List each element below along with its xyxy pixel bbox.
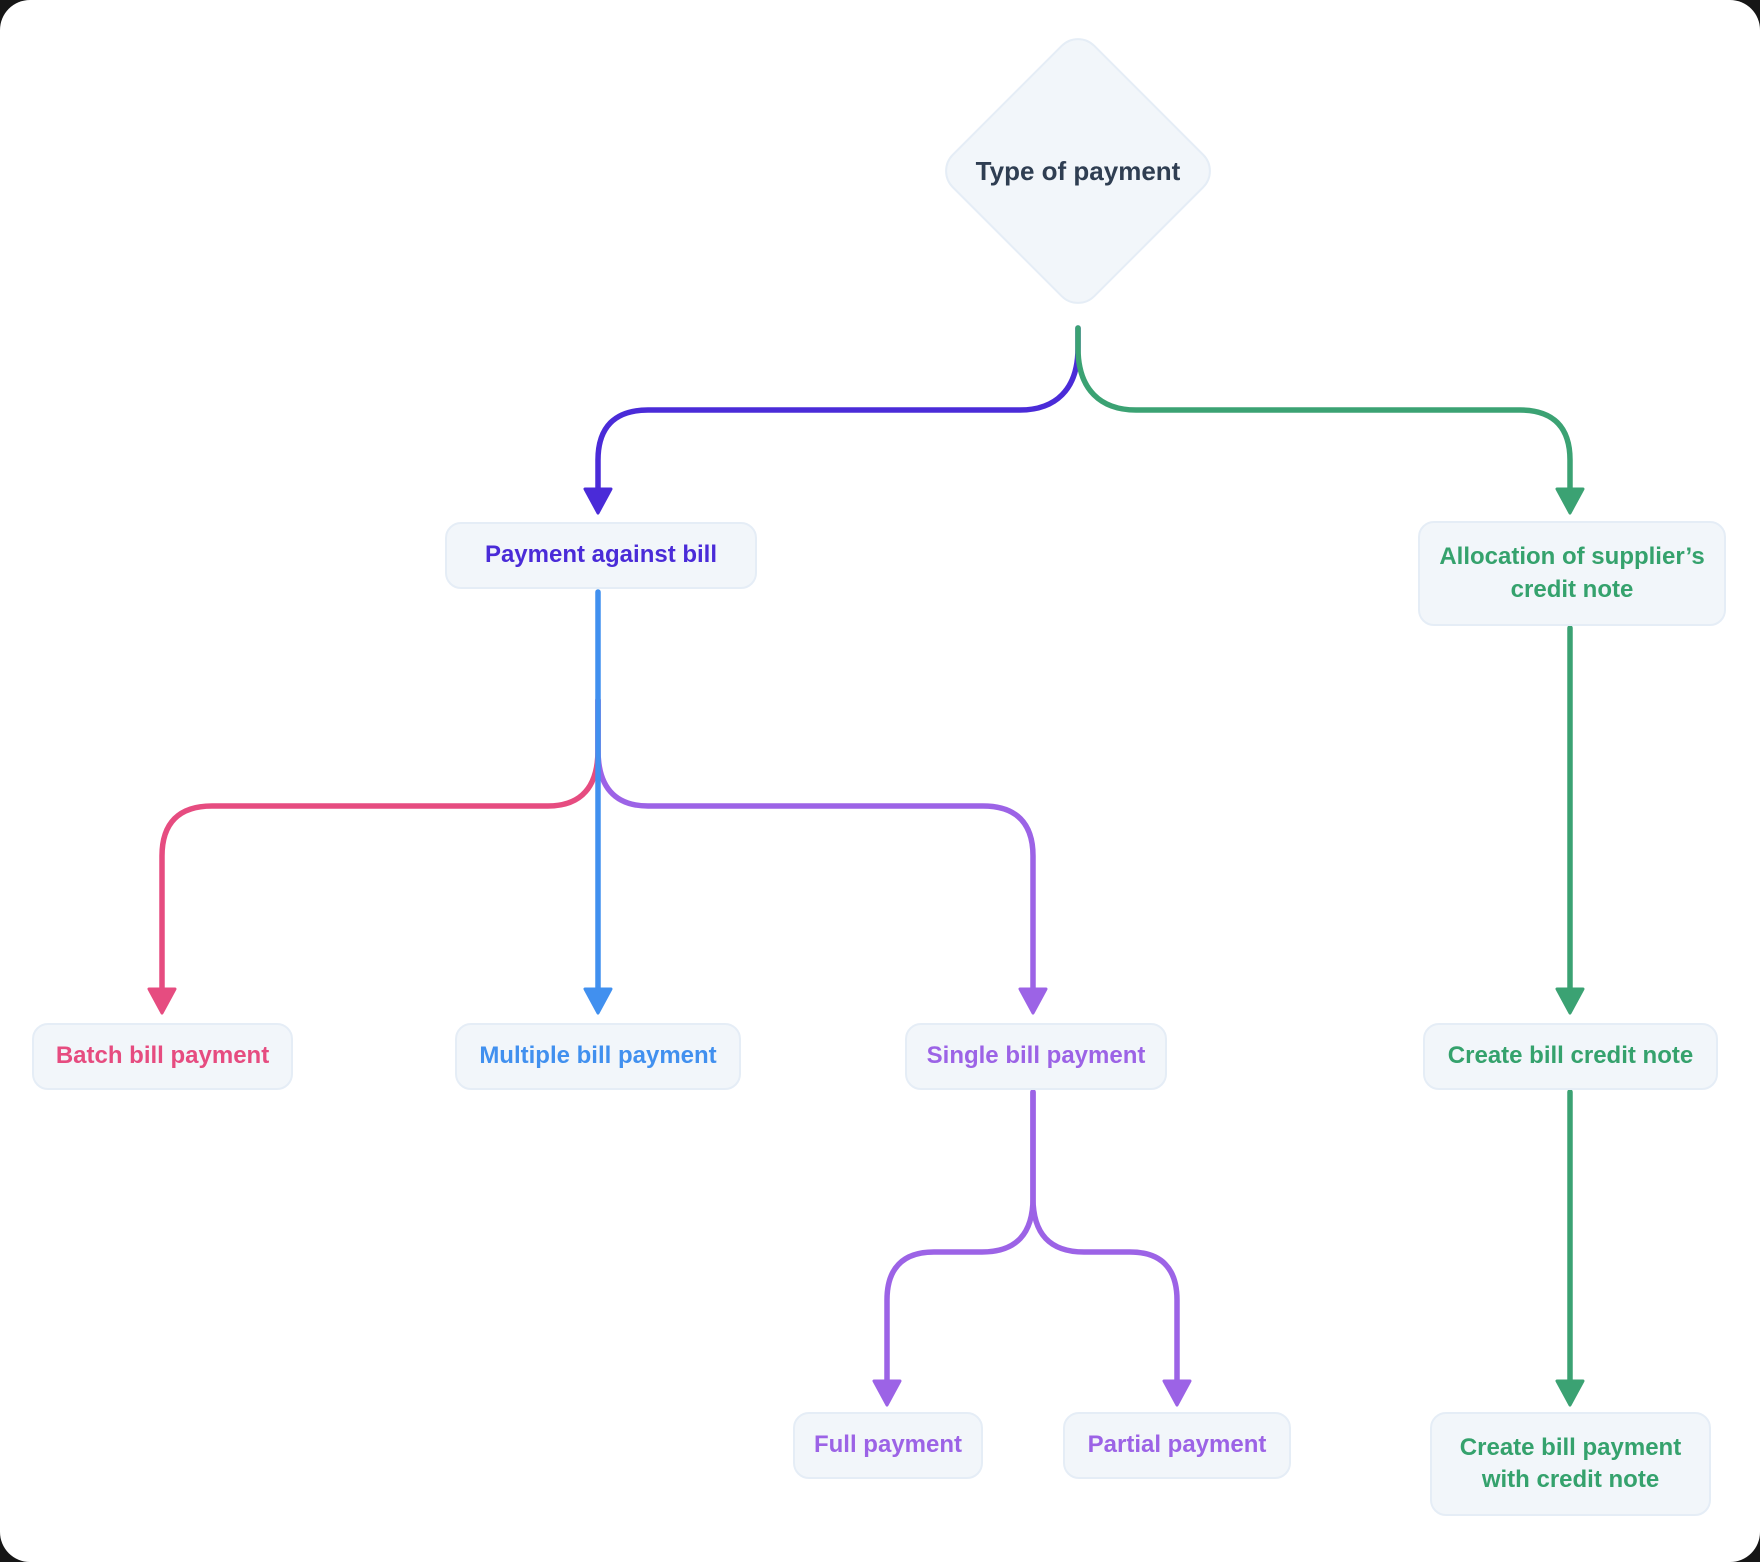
arrowhead-create-bill-credit-note [1555,987,1585,1015]
decision-diamond-label: Type of payment [975,156,1181,186]
node-batch-bill-payment-label: Batch bill payment [55,1042,270,1070]
edge-root-to-allocation [1075,325,1573,491]
edge-root-to-payment-against-bill [595,325,1081,491]
arrowhead-full-payment [872,1379,902,1407]
node-create-bill-credit-note: Create bill credit note [1423,1023,1718,1090]
edge-to-single-bill-payment [595,697,1036,991]
node-allocation-credit-note-label: Allocation of supplier’s credit note [1439,543,1705,603]
node-partial-payment: Partial payment [1063,1412,1291,1479]
node-create-bill-payment-with-credit-note-label: Create bill payment with credit note [1459,1433,1682,1493]
arrowhead-partial-payment [1162,1379,1192,1407]
edge-to-batch-bill-payment [159,697,601,991]
arrowhead-single-bill-payment [1018,987,1048,1015]
node-payment-against-bill-label: Payment against bill [484,541,718,569]
node-multiple-bill-payment-label: Multiple bill payment [479,1042,717,1070]
arrowhead-allocation [1555,487,1585,515]
node-batch-bill-payment: Batch bill payment [32,1023,293,1090]
arrowhead-payment-against-bill [583,487,613,515]
node-single-bill-payment: Single bill payment [905,1023,1167,1090]
arrowhead-batch-bill-payment [147,987,177,1015]
arrowhead-create-bill-payment-with-credit-note [1555,1379,1585,1407]
node-full-payment-label: Full payment [813,1431,963,1459]
node-allocation-credit-note: Allocation of supplier’s credit note [1418,521,1726,626]
node-multiple-bill-payment: Multiple bill payment [455,1023,741,1090]
node-payment-against-bill: Payment against bill [445,522,757,589]
node-full-payment: Full payment [793,1412,983,1479]
edge-to-partial-payment [1030,1089,1180,1383]
edge-to-full-payment [884,1089,1036,1383]
node-partial-payment-label: Partial payment [1087,1431,1267,1459]
node-create-bill-credit-note-label: Create bill credit note [1447,1042,1694,1070]
arrowhead-multiple-bill-payment [583,987,613,1015]
node-single-bill-payment-label: Single bill payment [926,1042,1146,1070]
node-create-bill-payment-with-credit-note: Create bill payment with credit note [1430,1412,1711,1516]
